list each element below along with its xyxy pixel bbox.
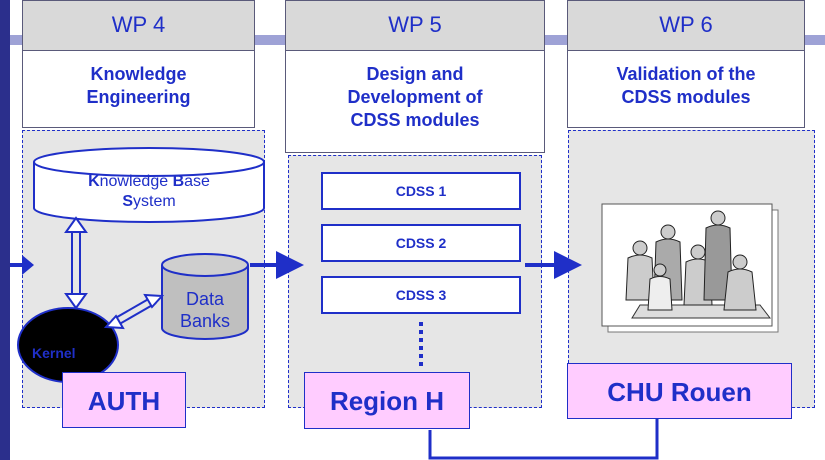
data-banks-cylinder: [161, 253, 249, 340]
kernel-label: Kernel: [32, 345, 76, 361]
top-band: [10, 35, 22, 45]
cdss-module-1: CDSS 1: [321, 172, 521, 210]
kbs-k: K: [88, 173, 100, 190]
top-band-connector-2: [545, 35, 567, 45]
wp5-title-line: Development of: [347, 87, 483, 107]
kbs-s: S: [122, 193, 133, 210]
wp5-title: Design and Development of CDSS modules: [286, 51, 544, 132]
kbs-kernel-double-arrow: [64, 216, 88, 310]
kernel-databanks-double-arrow: [103, 293, 165, 330]
partner-tag-region-h: Region H: [304, 372, 470, 429]
top-band-connector-1: [255, 35, 285, 45]
wp4-title-line: Engineering: [86, 87, 191, 107]
wp4-title: Knowledge Engineering: [23, 51, 254, 109]
wp6-title-line: CDSS modules: [621, 87, 751, 107]
wp6-label: WP 6: [568, 1, 804, 51]
wp5-title-line: CDSS modules: [350, 110, 480, 130]
wp5-box: WP 5 Design and Development of CDSS modu…: [285, 0, 545, 153]
people-meeting-icon: [601, 203, 779, 333]
kbs-label: Knowledge Base System: [34, 172, 264, 212]
wp6-title-line: Validation of the: [616, 64, 756, 84]
wp5-label: WP 5: [286, 1, 544, 51]
partner-tag-chu-rouen: CHU Rouen: [567, 363, 792, 419]
wp6-box: WP 6 Validation of the CDSS modules: [567, 0, 805, 128]
cdss-module-3: CDSS 3: [321, 276, 521, 314]
partner-link-connector: [428, 418, 659, 460]
cdss-module-2: CDSS 2: [321, 224, 521, 262]
wp4-title-line: Knowledge: [90, 64, 187, 84]
wp4-label: WP 4: [23, 1, 254, 51]
top-band-end: [805, 35, 825, 45]
partner-tag-auth: AUTH: [62, 372, 186, 428]
kbs-cylinder: [33, 147, 265, 223]
wp6-title: Validation of the CDSS modules: [568, 51, 804, 109]
data-banks-label: Data Banks: [162, 288, 248, 332]
kbs-nowledge: nowledge: [99, 173, 173, 190]
data-banks-line1: Data: [185, 289, 225, 309]
arrow-wp4-to-wp5: [250, 251, 304, 279]
kbs-ase: ase: [184, 173, 210, 190]
wp4-box: WP 4 Knowledge Engineering: [22, 0, 255, 128]
kbs-ystem: ystem: [133, 193, 176, 210]
arrow-left-in: [10, 255, 34, 275]
kbs-b: B: [172, 173, 185, 190]
arrow-wp5-to-wp6: [525, 251, 582, 279]
data-banks-line2: Banks: [179, 311, 231, 331]
wp5-title-line: Design and: [366, 64, 464, 84]
left-sidebar-bar: [0, 0, 10, 460]
